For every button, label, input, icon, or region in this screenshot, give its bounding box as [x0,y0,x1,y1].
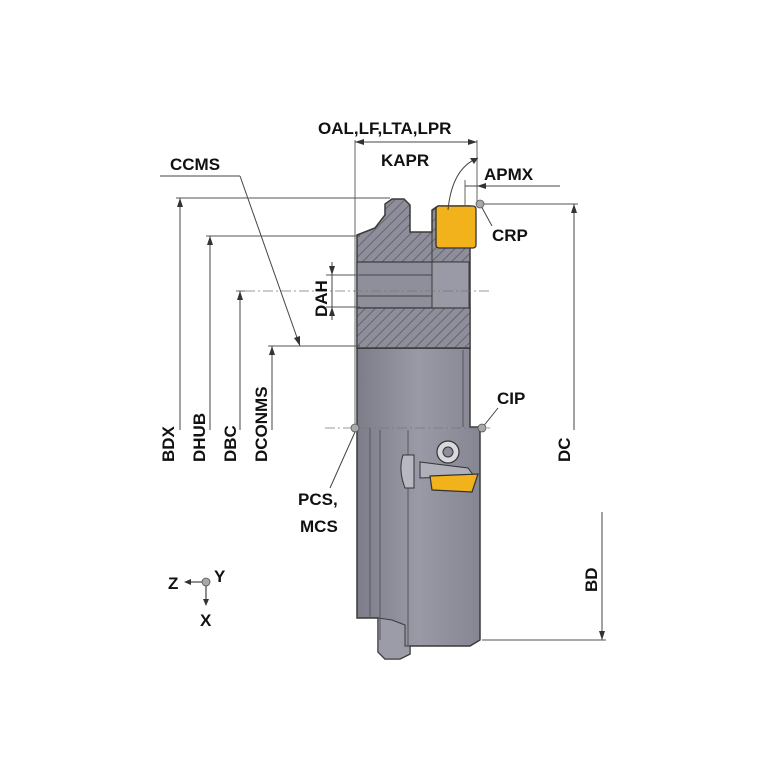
crp-point [475,199,485,209]
dhub-arrow [207,236,213,245]
label-dah: DAH [312,280,331,317]
pcs-point [350,423,360,433]
label-ccms: CCMS [170,155,220,174]
kapr-arc [447,157,479,211]
insert-clamp [400,440,479,493]
cip-point [477,423,487,433]
dah-arrow-bottom [329,307,335,316]
axis-label-x: X [200,611,212,630]
axis-label-z: Z [168,574,178,593]
label-mcs: MCS [300,517,338,536]
dc-arrow [571,204,577,213]
axis-label-y: Y [214,567,226,586]
label-cip: CIP [497,389,525,408]
apmx-arrow [477,183,486,189]
lower-insert [429,473,479,493]
oal-arrow-right [468,139,477,145]
label-oal-lf-lta-lpr: OAL,LF,LTA,LPR [318,119,451,138]
cutting-insert [435,205,477,249]
hatch-band-lower [356,307,471,349]
label-crp: CRP [492,226,528,245]
coordinate-axes [184,577,211,606]
flange-step [377,617,411,660]
label-dbc: DBC [221,425,240,462]
label-apmx: APMX [484,165,534,184]
label-bd: BD [582,567,601,592]
label-pcs: PCS, [298,490,338,509]
label-dc: DC [555,437,574,462]
bore-counterbore [431,261,470,309]
label-bdx: BDX [159,425,178,462]
bd-arrow [599,631,605,640]
label-dconms: DCONMS [252,386,271,462]
cutter-body-lower [356,347,481,660]
ccms-leader-diag [239,175,301,347]
pcs-leader [329,431,356,489]
label-dhub: DHUB [190,413,209,462]
dbc-arrow [237,291,243,300]
dconms-arrow [269,346,275,355]
bdx-arrow [177,198,183,207]
cutter-body [356,198,481,660]
label-kapr: KAPR [381,151,429,170]
dah-arrow-top [329,266,335,275]
oal-arrow-left [355,139,364,145]
ccms-arrow [294,336,300,346]
kapr-arrow [470,158,478,164]
